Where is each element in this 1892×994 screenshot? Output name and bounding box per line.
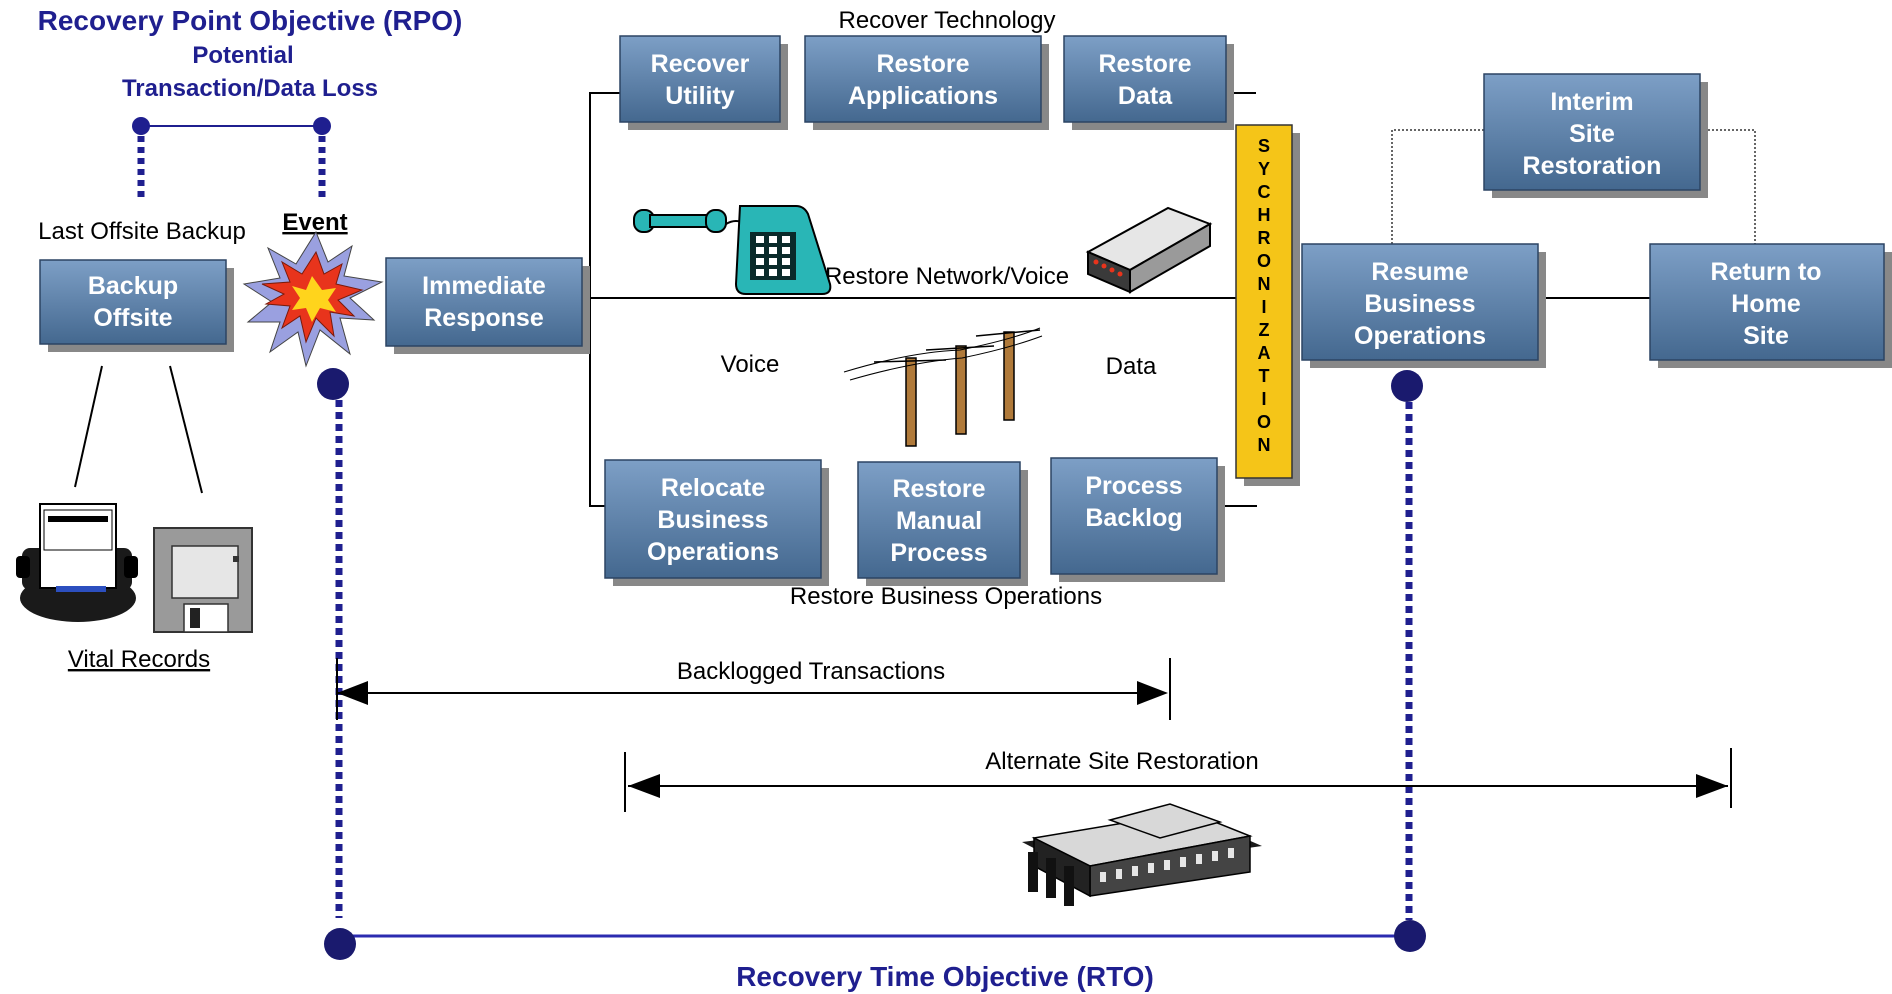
recover-utility-line1: Recover: [651, 50, 750, 78]
rolodex-icon: [16, 503, 138, 622]
sync-letter: I: [1261, 297, 1266, 317]
interim-line2: Site: [1569, 120, 1615, 148]
sync-letter: Y: [1258, 159, 1270, 179]
recover-technology-label: Recover Technology: [838, 7, 1055, 34]
immediate-response-box: Immediate Response: [385, 257, 590, 354]
backup-offsite-line2: Offsite: [93, 304, 172, 332]
restore-manual-process-box: Restore Manual Process: [857, 461, 1028, 586]
event-timeline-marker: [317, 368, 349, 918]
alternate-site-restoration-arrow: [624, 748, 1732, 812]
interim-connector: [1391, 129, 1756, 244]
resume-line2: Business: [1364, 290, 1475, 318]
process-backlog-line2: Backlog: [1085, 504, 1182, 532]
recover-utility-line2: Utility: [665, 82, 735, 110]
sync-letter: I: [1261, 389, 1266, 409]
restore-data-line2: Data: [1118, 82, 1173, 110]
resume-line3: Operations: [1354, 322, 1486, 350]
modem-icon: [1085, 206, 1213, 294]
relocate-line2: Business: [657, 506, 768, 534]
sync-letter: S: [1258, 136, 1270, 156]
explosion-icon: [242, 230, 384, 368]
floppy-disk-icon: [153, 527, 253, 633]
restore-network-voice-label: Restore Network/Voice: [825, 263, 1069, 290]
restore-data-box: Restore Data: [1063, 35, 1234, 130]
restore-business-operations-label: Restore Business Operations: [790, 583, 1102, 610]
relocate-business-operations-box: Relocate Business Operations: [604, 459, 829, 586]
restore-applications-line2: Applications: [848, 82, 998, 110]
event-label: Event: [282, 209, 347, 236]
alternate-site-restoration-label: Alternate Site Restoration: [985, 748, 1258, 775]
backlogged-transactions-label: Backlogged Transactions: [677, 658, 945, 685]
building-icon: [1022, 803, 1262, 906]
sync-letter: C: [1258, 182, 1271, 202]
rpo-title: Recovery Point Objective (RPO): [38, 5, 463, 36]
resume-line1: Resume: [1371, 258, 1468, 286]
vital-records-label: Vital Records: [68, 646, 210, 673]
immediate-response-line2: Response: [424, 304, 544, 332]
interim-site-restoration-box: Interim Site Restoration: [1483, 73, 1708, 198]
interim-line3: Restoration: [1523, 152, 1662, 180]
rpo-bracket: [132, 117, 331, 198]
return-line3: Site: [1743, 322, 1789, 350]
process-backlog-box: Process Backlog: [1050, 457, 1225, 582]
process-backlog-line1: Process: [1085, 472, 1182, 500]
restore-applications-line1: Restore: [876, 50, 969, 78]
restore-manual-line1: Restore: [892, 475, 985, 503]
rpo-subtitle-line2: Transaction/Data Loss: [122, 75, 378, 102]
relocate-line1: Relocate: [661, 474, 765, 502]
rto-bracket: [324, 920, 1426, 960]
rto-title: Recovery Time Objective (RTO): [736, 961, 1154, 992]
resume-timeline-marker: [1391, 370, 1423, 920]
interim-line1: Interim: [1550, 88, 1633, 116]
relocate-line3: Operations: [647, 538, 779, 566]
sync-letter: T: [1259, 366, 1270, 386]
sync-letter: O: [1257, 251, 1271, 271]
backup-offsite-box: Backup Offsite: [39, 259, 234, 352]
sync-letter: A: [1258, 343, 1271, 363]
sync-letter: O: [1257, 412, 1271, 432]
return-line2: Home: [1731, 290, 1801, 318]
immediate-response-line1: Immediate: [422, 272, 546, 300]
sync-letter: Z: [1259, 320, 1270, 340]
restore-data-line1: Restore: [1098, 50, 1191, 78]
utility-poles-icon: [843, 327, 1043, 447]
rpo-subtitle-line1: Potential: [192, 42, 293, 69]
sync-letter: R: [1258, 228, 1271, 248]
sync-letter: H: [1258, 205, 1271, 225]
backup-offsite-line1: Backup: [88, 272, 178, 300]
sync-letter: N: [1258, 435, 1271, 455]
return-line1: Return to: [1710, 258, 1821, 286]
backlogged-transactions-arrow: [336, 658, 1171, 720]
data-label: Data: [1106, 353, 1157, 380]
sync-letter: N: [1258, 274, 1271, 294]
last-offsite-backup-label: Last Offsite Backup: [38, 218, 246, 245]
voice-label: Voice: [721, 351, 780, 378]
recover-utility-box: Recover Utility: [619, 35, 788, 130]
restore-applications-box: Restore Applications: [804, 35, 1049, 130]
telephone-icon: [633, 205, 832, 295]
resume-business-operations-box: Resume Business Operations: [1301, 243, 1546, 368]
restore-manual-line3: Process: [890, 539, 987, 567]
restore-manual-line2: Manual: [896, 507, 982, 535]
return-to-home-site-box: Return to Home Site: [1649, 243, 1892, 368]
